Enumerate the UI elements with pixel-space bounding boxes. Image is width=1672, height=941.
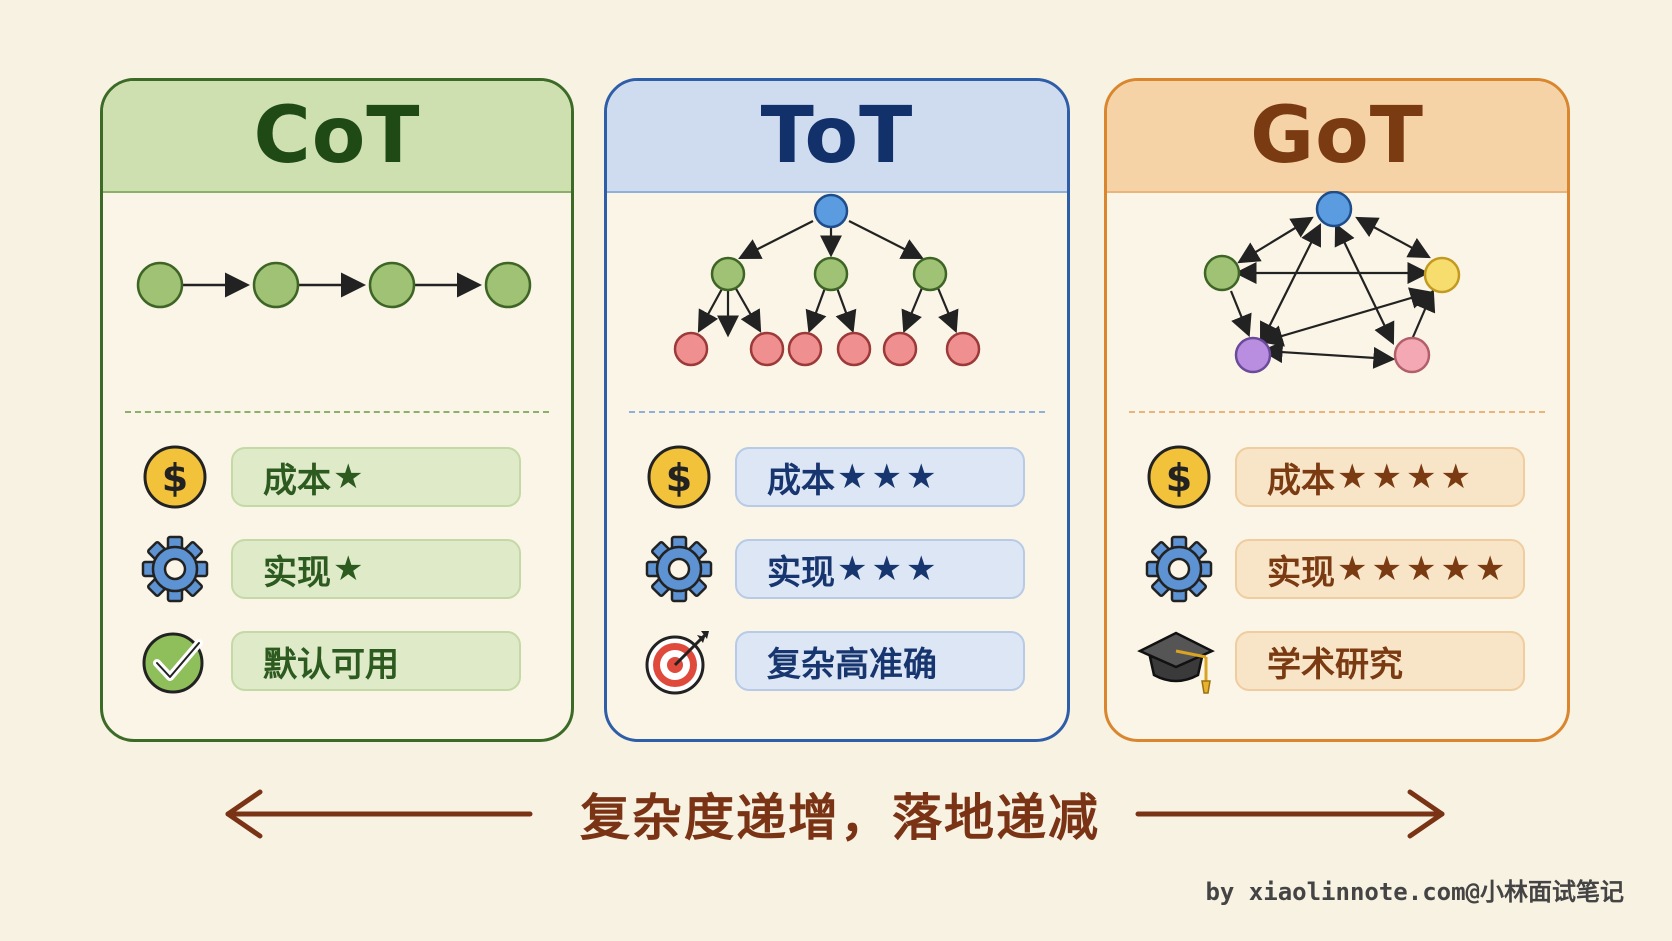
dollar-coin-icon: $: [143, 445, 207, 509]
chain-node: [484, 261, 532, 309]
gear-icon: [1145, 535, 1213, 603]
graph-node-bottom-left: [1234, 336, 1272, 374]
use-label: 复杂高准确: [767, 644, 937, 685]
impl-pill: 实现★★★: [735, 539, 1025, 599]
use-label: 默认可用: [263, 644, 399, 685]
cost-pill: 成本★: [231, 447, 521, 507]
cost-stars: ★★★: [837, 457, 941, 497]
cost-stars: ★★★★: [1337, 457, 1475, 497]
row-cost: $ 成本★★★: [607, 443, 1067, 511]
graph-node-right: [1423, 256, 1461, 294]
cost-label: 成本: [263, 460, 331, 501]
tree-mid-node: [912, 256, 948, 292]
impl-label: 实现: [263, 552, 331, 593]
tree-leaf-node: [673, 331, 709, 367]
tree-leaf-node: [882, 331, 918, 367]
card-title-got: GoT: [1107, 81, 1567, 193]
graph-node-top: [1315, 191, 1353, 228]
checkmark-circle-icon: [142, 632, 204, 694]
double-arrow: [225, 789, 1445, 839]
graph-diagram: [1203, 191, 1461, 374]
divider: [629, 411, 1045, 413]
graph-node-left: [1203, 254, 1241, 292]
row-impl: 实现★: [103, 535, 571, 603]
card-tot: ToT: [604, 78, 1070, 742]
chain-diagram: [136, 261, 532, 309]
chain-node: [368, 261, 416, 309]
tree-leaf-node: [749, 331, 785, 367]
chain-node: [136, 261, 184, 309]
card-title-tot: ToT: [607, 81, 1067, 193]
svg-text:$: $: [666, 456, 692, 500]
cost-label: 成本: [1267, 460, 1335, 501]
dollar-coin-icon: $: [647, 445, 711, 509]
target-icon: [645, 631, 709, 695]
divider: [1129, 411, 1545, 413]
tree-mid-node: [710, 256, 746, 292]
impl-stars: ★: [333, 549, 368, 589]
svg-text:$: $: [162, 456, 188, 500]
credit-watermark: by xiaolinnote.com@小林面试笔记: [1205, 878, 1624, 906]
row-cost: $ 成本★★★★: [1107, 443, 1567, 511]
complexity-caption: 复杂度递增，落地递减: [580, 788, 1100, 847]
row-cost: $ 成本★: [103, 443, 571, 511]
chain-node: [252, 261, 300, 309]
impl-label: 实现: [767, 552, 835, 593]
cost-stars: ★: [333, 457, 368, 497]
tree-root-node: [813, 193, 849, 229]
tree-mid-node: [813, 256, 849, 292]
cost-pill: 成本★★★: [735, 447, 1025, 507]
divider: [125, 411, 549, 413]
impl-pill: 实现★: [231, 539, 521, 599]
gear-icon: [141, 535, 209, 603]
impl-stars: ★★★: [837, 549, 941, 589]
cost-label: 成本: [767, 460, 835, 501]
row-use: 学术研究: [1107, 627, 1567, 695]
graduation-cap-icon: [1137, 631, 1215, 694]
impl-stars: ★★★★★: [1337, 549, 1510, 589]
tree-leaf-node: [836, 331, 872, 367]
graph-node-bottom-right: [1393, 336, 1431, 374]
use-pill: 学术研究: [1235, 631, 1525, 691]
cost-pill: 成本★★★★: [1235, 447, 1525, 507]
impl-label: 实现: [1267, 552, 1335, 593]
svg-text:$: $: [1166, 456, 1192, 500]
row-impl: 实现★★★: [607, 535, 1067, 603]
impl-pill: 实现★★★★★: [1235, 539, 1525, 599]
use-label: 学术研究: [1267, 644, 1403, 685]
card-cot: CoT $ 成本★: [100, 78, 574, 742]
dollar-coin-icon: $: [1147, 445, 1211, 509]
card-got: GoT $ 成本★★★★: [1104, 78, 1570, 742]
row-impl: 实现★★★★★: [1107, 535, 1567, 603]
tree-diagram: [673, 193, 981, 367]
card-title-cot: CoT: [103, 81, 571, 193]
use-pill: 复杂高准确: [735, 631, 1025, 691]
use-pill: 默认可用: [231, 631, 521, 691]
row-use: 复杂高准确: [607, 627, 1067, 695]
tree-leaf-node: [945, 331, 981, 367]
gear-icon: [645, 535, 713, 603]
row-use: 默认可用: [103, 627, 571, 695]
tree-leaf-node: [787, 331, 823, 367]
